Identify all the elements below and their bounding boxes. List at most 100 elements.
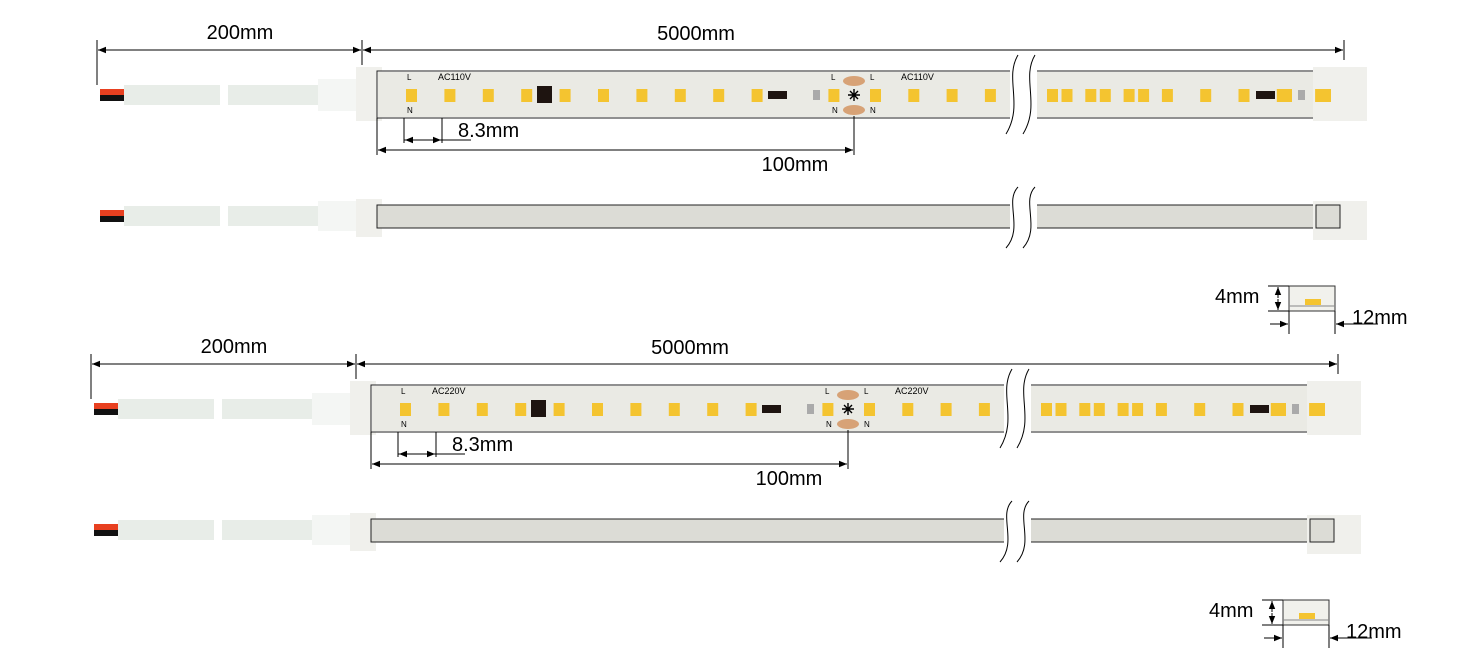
- cut-unit-label: 100mm: [756, 468, 823, 490]
- strip-cover: [376, 204, 1333, 229]
- strip-cover-end: [1309, 518, 1335, 543]
- section-width-label: 12mm: [1352, 307, 1408, 329]
- section-height-label: 4mm: [1209, 600, 1253, 622]
- led-chip: [1123, 89, 1135, 102]
- voltage-label: AC110V: [901, 72, 934, 82]
- break-mark: [1005, 186, 1019, 249]
- led-chip: [406, 89, 417, 102]
- cut-mark-icon: [842, 403, 854, 415]
- led-chip: [668, 403, 680, 416]
- led-chip: [1099, 89, 1111, 102]
- black-wire: [94, 530, 120, 536]
- solder-pad: [837, 419, 859, 429]
- break-mark: [1016, 500, 1030, 563]
- led-chip: [1200, 89, 1212, 102]
- led-chip: [1238, 89, 1250, 102]
- led-chip: [1155, 403, 1167, 416]
- black-wire: [94, 409, 120, 415]
- led-chip: [674, 89, 686, 102]
- pin-l-label: L: [831, 73, 836, 82]
- cable-segment: [228, 206, 324, 226]
- led-chip: [1138, 89, 1150, 102]
- pin-n-label: N: [407, 106, 413, 115]
- voltage-label: AC110V: [438, 72, 471, 82]
- break-mark: [1016, 368, 1030, 449]
- break-gap: [1010, 197, 1037, 238]
- resistor: [807, 404, 814, 414]
- led-chip: [482, 89, 494, 102]
- led-chip: [400, 403, 411, 416]
- pin-l-label: L: [407, 73, 412, 82]
- red-wire: [100, 210, 126, 216]
- strip-length-label: 5000mm: [657, 23, 735, 45]
- led-chip: [940, 403, 952, 416]
- pin-n-label: N: [826, 420, 832, 429]
- strip-length-label: 5000mm: [651, 337, 729, 359]
- break-gap: [1004, 379, 1031, 438]
- red-wire: [100, 89, 126, 95]
- led-chip: [822, 403, 834, 416]
- strip-cover: [370, 518, 1327, 543]
- red-wire: [94, 403, 120, 409]
- cable-segment: [118, 520, 214, 540]
- led-chip: [592, 403, 603, 416]
- led-chip: [1079, 403, 1091, 416]
- driver-ic: [768, 91, 787, 99]
- pin-n-label: N: [864, 420, 870, 429]
- led-chip: [902, 403, 914, 416]
- solder-pad: [843, 76, 865, 86]
- led-chip: [1047, 89, 1058, 102]
- led-chip: [1161, 89, 1173, 102]
- led-chip: [1320, 89, 1331, 102]
- pin-n-label: N: [870, 106, 876, 115]
- break-gap: [1004, 511, 1031, 552]
- led-chip: [636, 89, 648, 102]
- led-chip: [559, 89, 571, 102]
- led-chip: [908, 89, 920, 102]
- pin-n-label: N: [401, 420, 407, 429]
- solder-pad: [837, 390, 859, 400]
- led-chip: [1132, 403, 1144, 416]
- break-mark: [999, 368, 1013, 449]
- pin-l-label: L: [870, 73, 875, 82]
- led-chip: [1117, 403, 1129, 416]
- cable-segment: [228, 85, 324, 105]
- cut-unit-label: 100mm: [762, 154, 829, 176]
- led-chip: [984, 89, 996, 102]
- red-wire: [94, 524, 120, 530]
- driver-ic: [1250, 405, 1269, 413]
- led-chip: [1194, 403, 1206, 416]
- pin-l-label: L: [825, 387, 830, 396]
- led-chip: [630, 403, 642, 416]
- led-chip: [870, 89, 881, 102]
- led-chip: [438, 403, 450, 416]
- led-chip: [521, 89, 533, 102]
- led-chip: [864, 403, 875, 416]
- break-gap: [1010, 65, 1037, 124]
- break-mark: [999, 500, 1013, 563]
- strip-cover-end: [1315, 204, 1341, 229]
- resistor: [813, 90, 820, 100]
- cable-segment: [222, 399, 318, 419]
- cross-section: [1288, 285, 1336, 312]
- rectifier-chip: [531, 400, 546, 417]
- led-chip: [1232, 403, 1244, 416]
- led-chip: [515, 403, 527, 416]
- black-wire: [100, 216, 126, 222]
- led-chip: [1041, 403, 1052, 416]
- resistor: [1292, 404, 1299, 414]
- cable-segment: [124, 85, 220, 105]
- led-chip: [1085, 89, 1097, 102]
- section-width-label: 12mm: [1346, 621, 1402, 643]
- break-mark: [1022, 54, 1036, 135]
- solder-pad: [843, 105, 865, 115]
- section-height-label: 4mm: [1215, 286, 1259, 308]
- rectifier-chip: [537, 86, 552, 103]
- led-chip: [1281, 89, 1292, 102]
- led-chip: [745, 403, 757, 416]
- pitch-label: 8.3mm: [452, 434, 513, 456]
- break-mark: [1022, 186, 1036, 249]
